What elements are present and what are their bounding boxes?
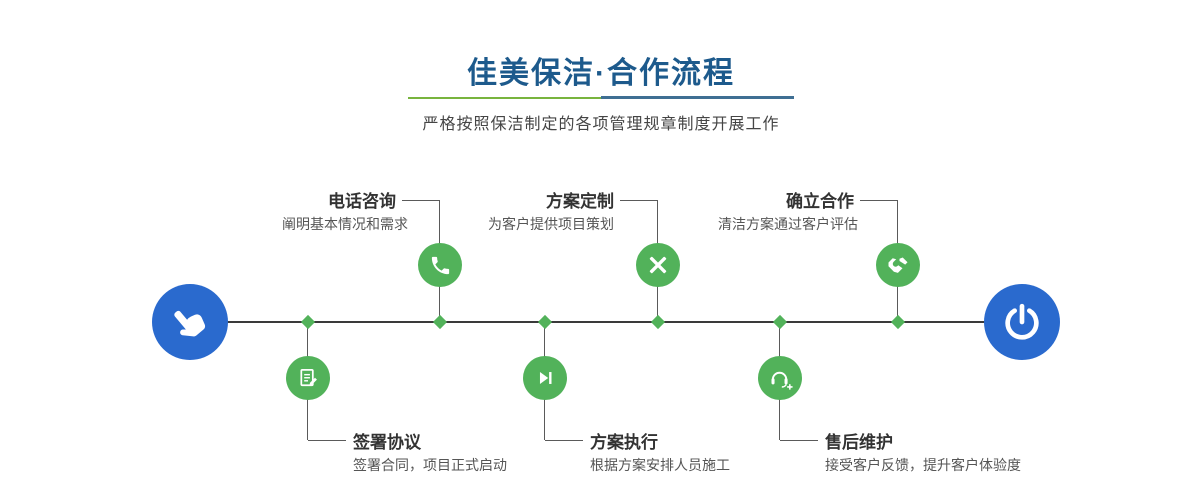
- step-node: [636, 243, 680, 287]
- connector-line: [620, 200, 658, 201]
- step-title: 电话咨询: [328, 192, 396, 211]
- timeline-start-node: [152, 284, 228, 360]
- diamond-marker: [890, 314, 906, 330]
- handshake-icon: [886, 253, 910, 277]
- diamond-marker: [650, 314, 666, 330]
- diamond-marker: [300, 314, 316, 330]
- design-icon: [646, 253, 670, 277]
- connector-line: [780, 440, 818, 441]
- step-desc: 为客户提供项目策划: [488, 216, 614, 232]
- step-title: 签署协议: [353, 433, 421, 452]
- pointing-hand-icon: [160, 292, 219, 351]
- connector-line: [402, 200, 440, 201]
- connector-line: [860, 200, 898, 201]
- timeline-line: [190, 321, 1022, 323]
- step-desc: 接受客户反馈，提升客户体验度: [825, 457, 1021, 473]
- step-node: [758, 356, 802, 400]
- step-node: [523, 356, 567, 400]
- diamond-marker: [432, 314, 448, 330]
- diamond-marker: [537, 314, 553, 330]
- step-desc: 根据方案安排人员施工: [590, 457, 730, 473]
- step-title: 售后维护: [825, 433, 893, 452]
- step-desc: 阐明基本情况和需求: [282, 216, 408, 232]
- divider-blue-segment: [601, 96, 794, 99]
- connector-line: [308, 440, 346, 441]
- step-desc: 签署合同，项目正式启动: [353, 457, 507, 473]
- page-subtitle: 严格按照保洁制定的各项管理规章制度开展工作: [422, 116, 780, 133]
- power-icon: [1002, 302, 1042, 342]
- connector-line: [545, 440, 583, 441]
- headset-icon: [768, 367, 793, 390]
- step-node: [286, 356, 330, 400]
- contract-icon: [297, 367, 320, 390]
- step-title: 方案定制: [546, 192, 614, 211]
- step-node: [876, 243, 920, 287]
- step-title: 方案执行: [590, 433, 658, 452]
- divider-green-segment: [408, 97, 601, 99]
- step-node: [418, 243, 462, 287]
- step-desc: 清洁方案通过客户评估: [718, 216, 858, 232]
- step-title: 确立合作: [786, 192, 854, 211]
- timeline-end-node: [984, 284, 1060, 360]
- diamond-marker: [772, 314, 788, 330]
- play-icon: [534, 367, 556, 389]
- title-divider: [408, 96, 794, 99]
- phone-icon: [429, 254, 452, 277]
- page-title: 佳美保洁·合作流程: [467, 57, 735, 90]
